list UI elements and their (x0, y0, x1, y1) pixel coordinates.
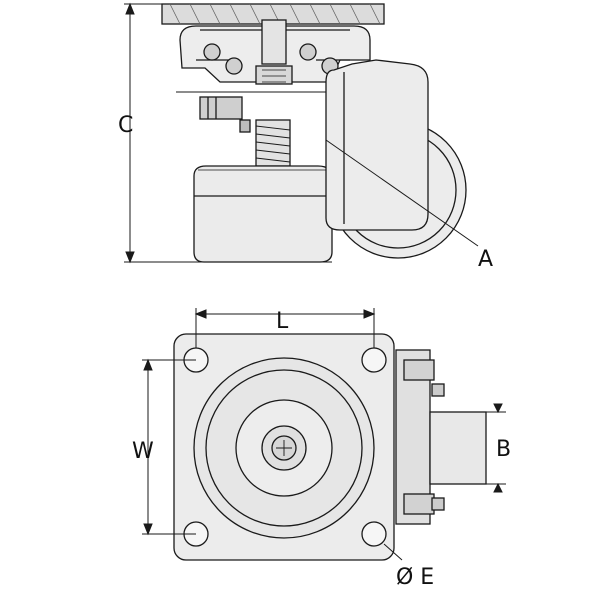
leader-line-a (325, 139, 479, 247)
dimension-label-e: Ø E (396, 565, 434, 590)
brake-lever (199, 96, 251, 133)
dimension-l (194, 308, 376, 348)
dimension-label-w: W (132, 439, 154, 464)
leveling-foot-pad (193, 165, 333, 263)
threaded-stem (255, 119, 291, 167)
kingpin-nut (255, 65, 293, 85)
side-view (124, 2, 479, 264)
caster-fork (325, 59, 429, 231)
dimension-w (142, 358, 196, 536)
mounting-surface (161, 3, 385, 25)
dimension-c (124, 2, 332, 264)
ball-bearing-icon (225, 57, 243, 75)
ball-bearing-icon (203, 43, 221, 61)
dimension-label-b: B (496, 437, 511, 462)
dimension-label-c: C (118, 113, 133, 138)
ball-bearing-icon (299, 43, 317, 61)
swivel-bearing-housing (179, 19, 371, 85)
dimension-b (430, 403, 506, 493)
dimension-label-l: L (276, 309, 289, 334)
wheel-top-view (429, 411, 487, 485)
top-view (142, 308, 506, 561)
leader-line-e (383, 543, 403, 561)
dimension-label-a: A (478, 247, 493, 272)
mounting-hole (361, 347, 387, 373)
mounting-hole (361, 521, 387, 547)
